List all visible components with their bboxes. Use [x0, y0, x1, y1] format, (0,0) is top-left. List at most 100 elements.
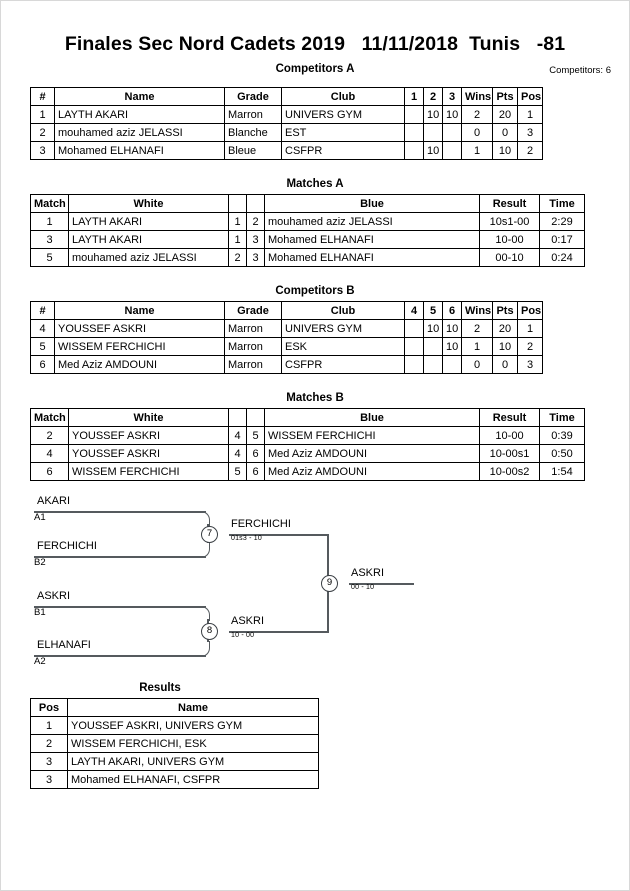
matches-a-section: Matches A Match White Blue Result Time [1, 178, 629, 267]
cell-club: UNIVERS GYM [281, 319, 405, 338]
cell-m1 [404, 105, 424, 124]
matches-b-table: Match White Blue Result Time 2 YOUSSEF A… [30, 408, 585, 481]
table-row: 4 YOUSSEF ASKRI Marron UNIVERS GYM 10 10… [30, 319, 543, 338]
cell-pts: 20 [492, 105, 518, 124]
bracket-entry-seed: B2 [34, 557, 46, 568]
table-row: 1 LAYTH AKARI 1 2 mouhamed aziz JELASSI … [30, 212, 585, 231]
col-m4: 4 [404, 301, 424, 320]
cell-name: YOUSSEF ASKRI, UNIVERS GYM [67, 716, 319, 735]
cell-pos: 1 [517, 319, 543, 338]
cell-m3 [442, 123, 462, 142]
col-white-num [228, 408, 247, 427]
matches-a-heading: Matches A [286, 178, 344, 190]
cell-pos: 2 [517, 141, 543, 160]
cell-blue-num: 6 [246, 444, 265, 463]
bracket-line [34, 556, 206, 558]
table-row: 6 Med Aziz AMDOUNI Marron CSFPR 0 0 3 [30, 355, 543, 374]
cell-m4 [404, 319, 424, 338]
cell-blue-num: 3 [246, 230, 265, 249]
cell-white: YOUSSEF ASKRI [68, 426, 229, 445]
cell-white-num: 1 [228, 212, 247, 231]
cell-grade: Marron [224, 355, 282, 374]
cell-time: 2:29 [539, 212, 585, 231]
cell-m5 [423, 337, 443, 356]
bracket-winner-name: ASKRI [231, 615, 265, 627]
col-club: Club [281, 301, 405, 320]
matches-b-section: Matches B Match White Blue Result Time [1, 392, 629, 481]
col-result: Result [479, 194, 540, 213]
col-time: Time [539, 194, 585, 213]
cell-wins: 2 [461, 105, 493, 124]
cell-result: 00-10 [479, 248, 540, 267]
table-row: 6 WISSEM FERCHICHI 5 6 Med Aziz AMDOUNI … [30, 462, 585, 481]
col-white: White [68, 194, 229, 213]
cell-blue: Mohamed ELHANAFI [264, 230, 480, 249]
cell-blue: WISSEM FERCHICHI [264, 426, 480, 445]
cell-grade: Bleue [224, 141, 282, 160]
competitors-b-heading: Competitors B [275, 285, 355, 297]
col-pos: Pos [517, 301, 543, 320]
cell-result: 10-00s2 [479, 462, 540, 481]
bracket-entry-name: ASKRI [37, 590, 71, 602]
table-row: 3 LAYTH AKARI 1 3 Mohamed ELHANAFI 10-00… [30, 230, 585, 249]
cell-num: 4 [30, 319, 55, 338]
cell-m1 [404, 123, 424, 142]
cell-pos: 3 [517, 123, 543, 142]
cell-white-num: 4 [228, 444, 247, 463]
col-grade: Grade [224, 301, 282, 320]
cell-club: UNIVERS GYM [281, 105, 405, 124]
cell-result: 10-00 [479, 230, 540, 249]
competitors-a-heading: Competitors A [275, 63, 355, 75]
cell-blue: Med Aziz AMDOUNI [264, 462, 480, 481]
col-m3: 3 [442, 87, 462, 106]
cell-white: mouhamed aziz JELASSI [68, 248, 229, 267]
bracket-score: 10 - 00 [231, 632, 255, 639]
cell-grade: Blanche [224, 123, 282, 142]
col-blue: Blue [264, 408, 480, 427]
competitors-a-section: # Name Grade Club 1 2 3 Wins Pts Pos 1 L… [1, 87, 629, 160]
cell-result: 10-00s1 [479, 444, 540, 463]
cell-wins: 0 [461, 355, 493, 374]
cell-club: CSFPR [281, 355, 405, 374]
competitors-count: Competitors: 6 [549, 65, 611, 76]
cell-pos: 3 [30, 770, 68, 789]
table-row: 3 LAYTH AKARI, UNIVERS GYM [30, 752, 319, 771]
bracket-line [229, 631, 329, 633]
cell-blue: mouhamed aziz JELASSI [264, 212, 480, 231]
cell-match: 3 [30, 230, 69, 249]
matches-b-heading: Matches B [286, 392, 344, 404]
cell-m2 [423, 123, 443, 142]
table-row: 1 YOUSSEF ASKRI, UNIVERS GYM [30, 716, 319, 735]
col-white-num [228, 194, 247, 213]
cell-match: 6 [30, 462, 69, 481]
cell-blue-num: 3 [246, 248, 265, 267]
table-row: 3 Mohamed ELHANAFI, CSFPR [30, 770, 319, 789]
col-name: Name [67, 698, 319, 717]
cell-wins: 1 [461, 337, 493, 356]
col-num: # [30, 87, 55, 106]
cell-m6: 10 [442, 337, 462, 356]
subheader-row: Competitors A Competitors: 6 [1, 63, 629, 81]
cell-pts: 10 [492, 337, 518, 356]
bracket-line [349, 583, 414, 585]
bracket-entry-seed: A1 [34, 512, 46, 523]
cell-name: Med Aziz AMDOUNI [54, 355, 225, 374]
col-m1: 1 [404, 87, 424, 106]
competitors-a-table: # Name Grade Club 1 2 3 Wins Pts Pos 1 L… [30, 87, 543, 160]
results-heading: Results [139, 682, 181, 694]
cell-white: WISSEM FERCHICHI [68, 462, 229, 481]
cell-name: YOUSSEF ASKRI [54, 319, 225, 338]
cell-club: CSFPR [281, 141, 405, 160]
col-club: Club [281, 87, 405, 106]
document-header: Finales Sec Nord Cadets 2019 11/11/2018 … [1, 1, 629, 81]
cell-name: WISSEM FERCHICHI [54, 337, 225, 356]
cell-blue: Med Aziz AMDOUNI [264, 444, 480, 463]
cell-white-num: 5 [228, 462, 247, 481]
cell-blue: Mohamed ELHANAFI [264, 248, 480, 267]
cell-time: 1:54 [539, 462, 585, 481]
col-pos: Pos [30, 698, 68, 717]
bracket-score: 01s3 - 10 [231, 535, 262, 542]
cell-time: 0:50 [539, 444, 585, 463]
cell-pos: 1 [30, 716, 68, 735]
